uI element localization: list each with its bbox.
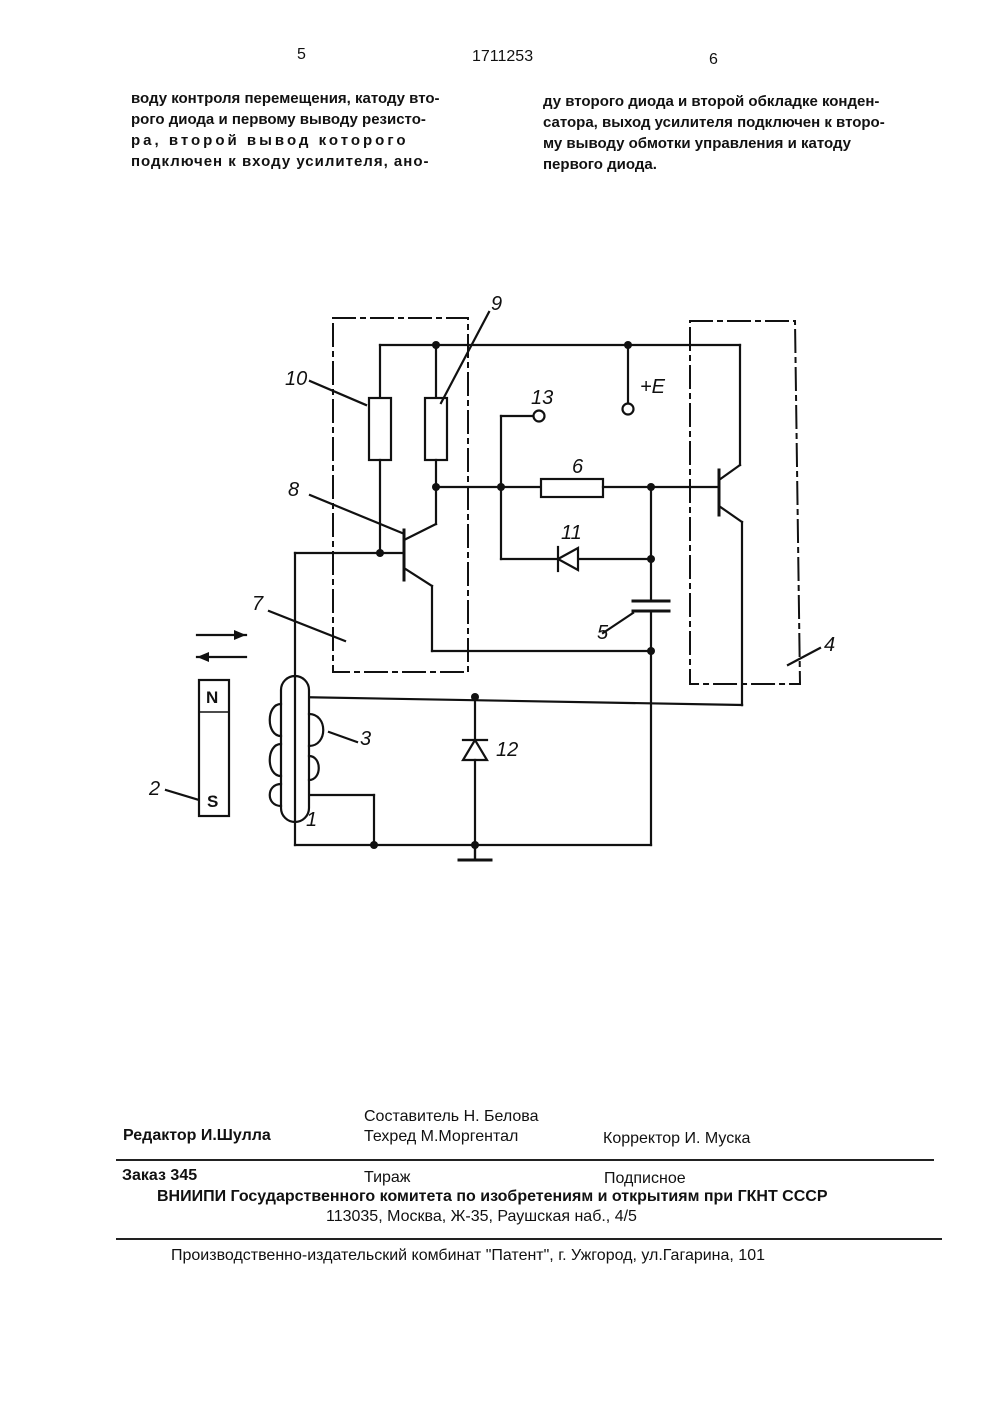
resistor-10 [369, 398, 391, 460]
order-number: Заказ 345 [122, 1167, 197, 1185]
dashed-block-7 [333, 318, 468, 672]
footer-rule-top [116, 1159, 934, 1161]
label-12: 12 [496, 739, 518, 761]
compiler-credit: Составитель Н. Белова [364, 1108, 539, 1126]
label-5: 5 [597, 622, 609, 644]
label-3: 3 [360, 728, 371, 750]
label-1: 1 [306, 809, 317, 831]
magnet-south-label: S [207, 792, 218, 811]
editor-credit: Редактор И.Шулла [123, 1127, 271, 1145]
label-11: 11 [561, 522, 582, 544]
organization-address: 113035, Москва, Ж-35, Раушская наб., 4/5 [326, 1208, 637, 1226]
label-9: 9 [491, 293, 502, 315]
dashed-block-4 [690, 321, 800, 684]
resistor-9 [425, 398, 447, 460]
organization-line: ВНИИПИ Государственного комитета по изоб… [157, 1188, 828, 1206]
label-4: 4 [824, 634, 835, 656]
resistor-6 [541, 479, 603, 497]
diode-12 [463, 740, 487, 760]
diode-11 [558, 548, 578, 570]
publisher-line: Производственно-издательский комбинат "П… [171, 1247, 765, 1265]
label-10: 10 [285, 368, 307, 390]
label-8: 8 [288, 479, 299, 501]
label-2: 2 [148, 778, 160, 800]
magnet-north-label: N [206, 688, 218, 707]
label-13: 13 [531, 387, 553, 409]
techred-credit: Техред М.Моргентал [364, 1128, 518, 1146]
circulation-label: Тираж [364, 1169, 411, 1187]
winding-3 [309, 714, 323, 746]
subscription-label: Подписное [604, 1170, 686, 1188]
footer-rule-bottom [116, 1238, 942, 1240]
label-supply: +E [640, 376, 666, 398]
label-6: 6 [572, 456, 584, 478]
label-7: 7 [252, 593, 264, 615]
corrector-credit: Корректор И. Муска [603, 1130, 750, 1148]
